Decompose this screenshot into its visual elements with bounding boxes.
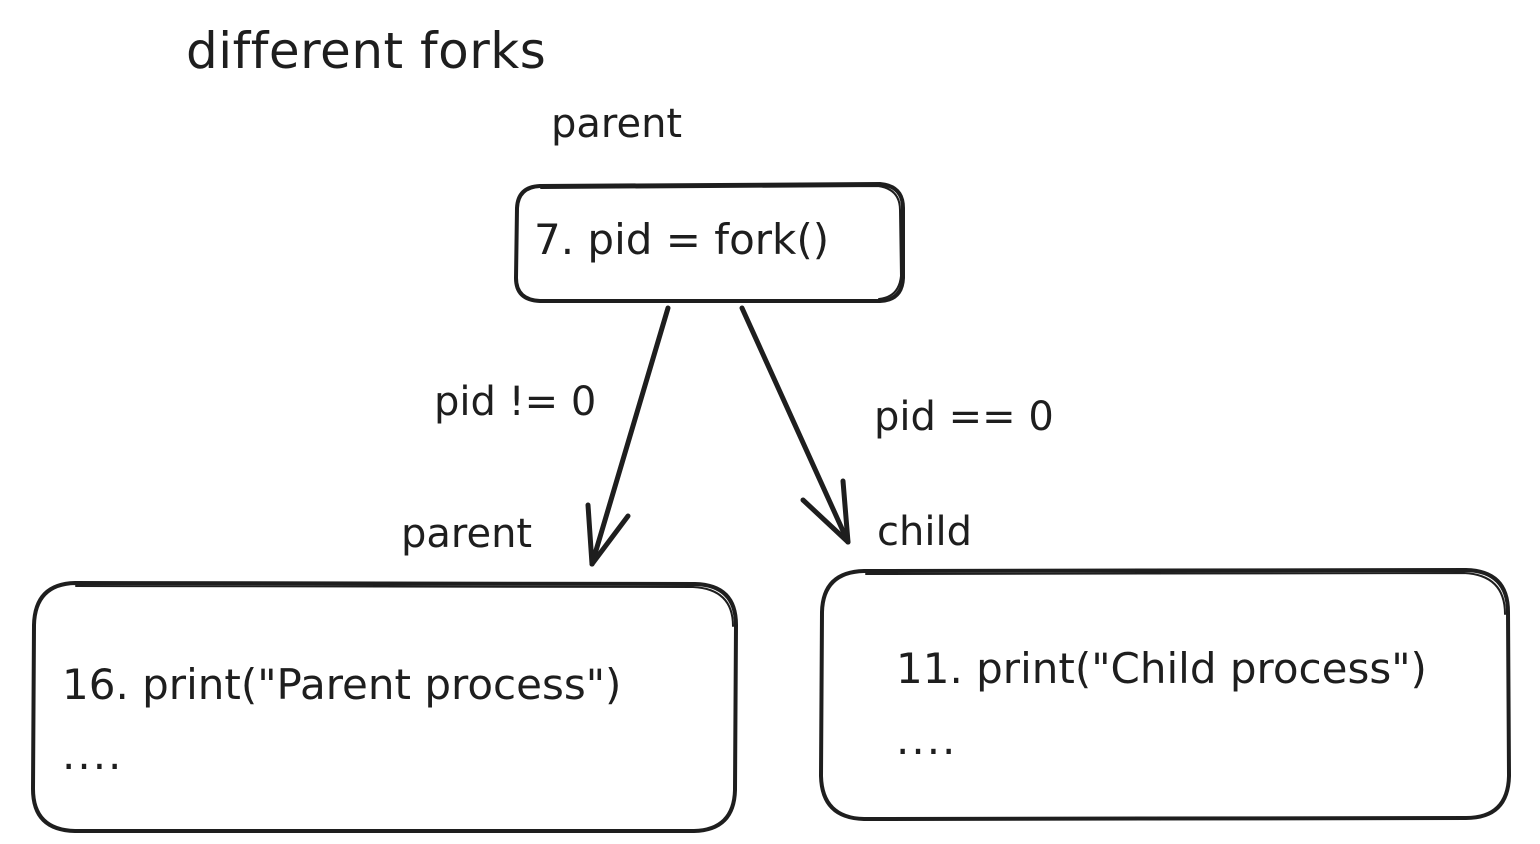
arrow-to-child — [739, 305, 851, 545]
parent-process-ellipsis: .... — [62, 730, 124, 779]
parent-process-box — [31, 581, 738, 833]
child-process-ellipsis: .... — [896, 715, 958, 764]
parent-branch-label: parent — [401, 511, 533, 557]
child-branch-label: child — [877, 509, 972, 555]
fork-node-box — [514, 182, 905, 303]
root-parent-label: parent — [551, 101, 683, 147]
diagram-title: different forks — [186, 22, 547, 80]
left-condition-label: pid != 0 — [434, 379, 597, 425]
child-process-line: 11. print("Child process") — [896, 644, 1427, 693]
right-condition-label: pid == 0 — [874, 394, 1054, 440]
child-process-box — [819, 568, 1511, 821]
parent-process-line: 16. print("Parent process") — [62, 660, 622, 709]
fork-node-text: 7. pid = fork() — [534, 215, 830, 264]
arrow-to-parent — [585, 305, 671, 567]
